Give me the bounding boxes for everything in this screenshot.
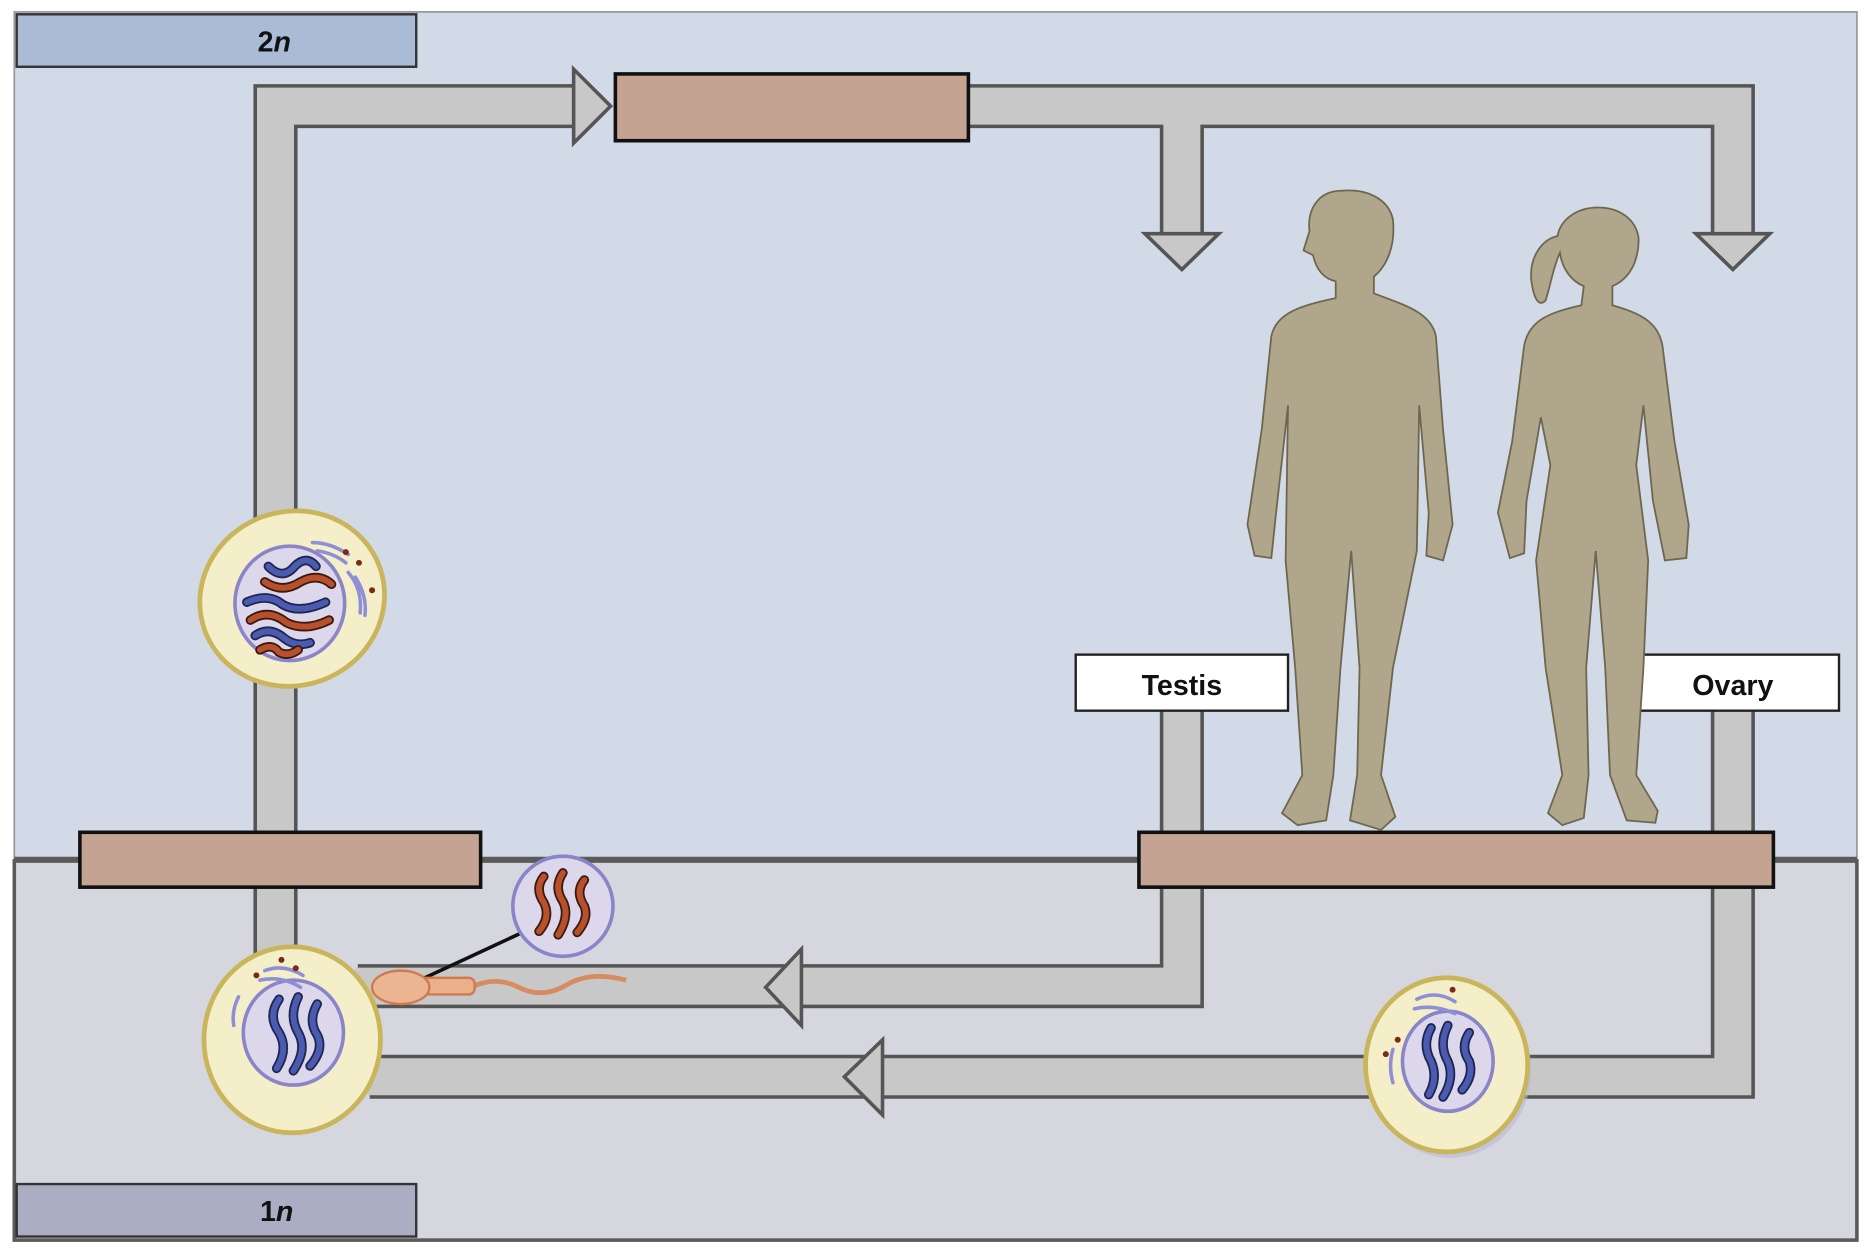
ovary-label: Ovary bbox=[1626, 653, 1841, 712]
haploid-cell-icon bbox=[201, 944, 383, 1136]
female-figure-icon bbox=[1496, 206, 1690, 827]
blank-box-top bbox=[613, 72, 971, 143]
arrow-head-right-icon bbox=[571, 64, 614, 148]
svg-text:1n: 1n bbox=[260, 1196, 293, 1228]
blank-box-right bbox=[1137, 830, 1776, 889]
sperm-nucleus-icon bbox=[511, 854, 615, 959]
arrow-head-down-icon bbox=[1140, 231, 1224, 272]
arrow-head-left-icon bbox=[763, 944, 804, 1031]
svg-text:2n: 2n bbox=[258, 26, 291, 58]
svg-text:Testis: Testis bbox=[1142, 670, 1223, 702]
egg-cell-icon bbox=[1363, 975, 1532, 1158]
blank-box-left bbox=[78, 830, 483, 889]
callout-line bbox=[419, 930, 524, 982]
arrow-head-down-icon bbox=[1691, 231, 1775, 272]
male-figure-icon bbox=[1246, 189, 1454, 831]
haploid-tag: 1n bbox=[15, 1182, 418, 1238]
arrow-head-left-icon bbox=[841, 1035, 885, 1120]
zygote-cell-icon bbox=[197, 508, 387, 689]
testis-label: Testis bbox=[1074, 653, 1290, 712]
svg-text:Ovary: Ovary bbox=[1692, 670, 1773, 702]
diploid-tag: 2n bbox=[15, 13, 418, 68]
sperm-cell-icon bbox=[370, 969, 627, 1006]
